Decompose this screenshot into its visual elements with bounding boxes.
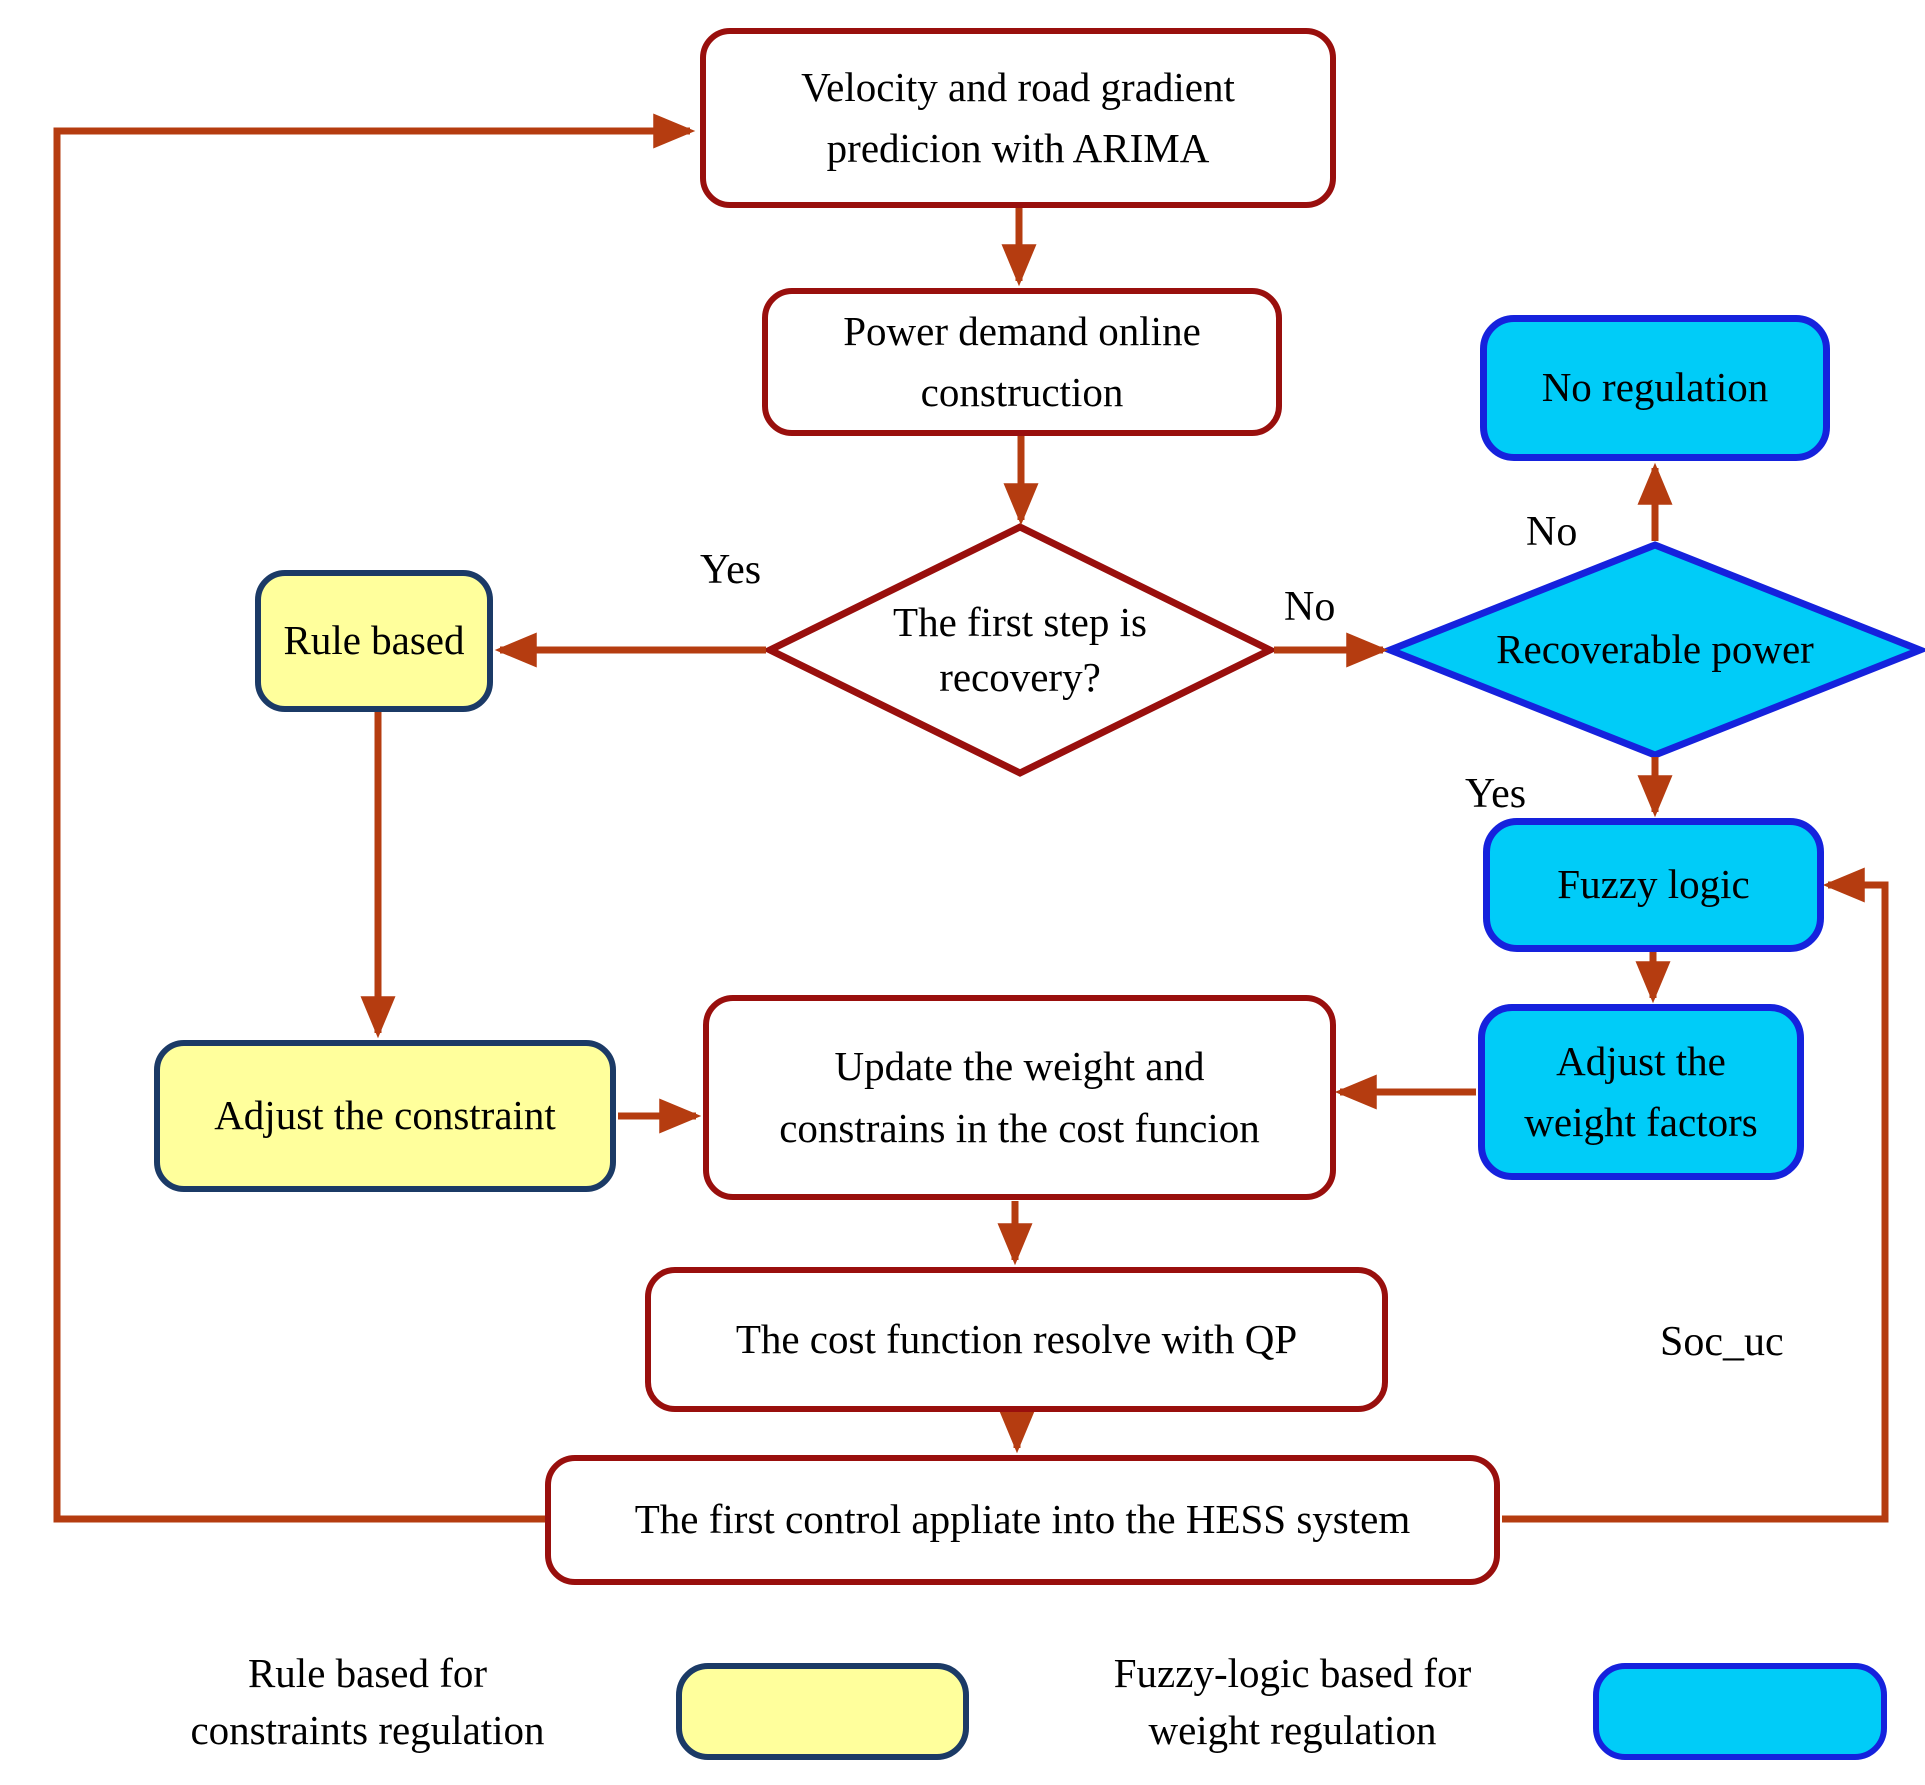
node-adjust-weight-factors: Adjust the weight factors (1478, 1004, 1804, 1180)
node-qp-solver: The cost function resolve with QP (645, 1267, 1388, 1412)
node-text: Rule based (283, 617, 465, 664)
branch-label-yes-down: Yes (1465, 771, 1527, 817)
legend-swatch-yellow (676, 1663, 969, 1760)
signal-label-soc-uc: Soc_uc (1660, 1319, 1784, 1365)
node-text: Power demand online (843, 307, 1201, 354)
node-text: weight factors (1524, 1099, 1758, 1145)
legend-text-fuzzy-logic: Fuzzy-logic based for weight regulation (1035, 1645, 1550, 1760)
edge-soc-uc-feedback-to-fuzzy (1502, 867, 1889, 1523)
legend-line: constraints regulation (190, 1707, 545, 1754)
node-text: No regulation (1541, 364, 1769, 411)
node-no-regulation: No regulation (1480, 315, 1830, 461)
node-hess-apply: The first control appliate into the HESS… (545, 1455, 1500, 1585)
node-velocity-prediction: Velocity and road gradient predicion wit… (700, 28, 1336, 208)
node-text: Velocity and road gradient (801, 63, 1235, 110)
node-update-weights: Update the weight and constrains in the … (703, 995, 1336, 1200)
diamond-text: recovery? (939, 654, 1101, 700)
node-rule-based: Rule based (255, 570, 493, 712)
legend-line: Fuzzy-logic based for (1113, 1650, 1472, 1696)
branch-label-yes-left: Yes (700, 547, 762, 593)
diamond-text: Recoverable power (1496, 626, 1814, 673)
decision-diamond-recoverable-power (1380, 541, 1925, 759)
node-text: Adjust the constraint (214, 1092, 556, 1139)
node-text: predicion with ARIMA (826, 125, 1210, 171)
legend-line: weight regulation (1148, 1707, 1437, 1754)
node-text: constrains in the cost funcion (779, 1104, 1260, 1151)
diamond-text: The first step is (893, 598, 1147, 645)
edge-hess-loop-to-velocity (53, 113, 696, 1523)
node-text: construction (920, 369, 1124, 415)
legend-line: Rule based for (247, 1650, 488, 1696)
node-text: The cost function resolve with QP (735, 1315, 1298, 1362)
legend-text-rule-based: Rule based for constraints regulation (110, 1645, 625, 1760)
node-fuzzy-logic: Fuzzy logic (1483, 818, 1824, 952)
node-text: Adjust the (1556, 1037, 1726, 1084)
node-text: Fuzzy logic (1557, 861, 1750, 908)
legend-swatch-cyan (1593, 1663, 1887, 1760)
node-power-demand: Power demand online construction (762, 288, 1282, 436)
node-text: The first control appliate into the HESS… (634, 1496, 1411, 1543)
branch-label-no-right: No (1284, 584, 1336, 630)
label-first-step-recovery: The first step is recovery? (795, 583, 1245, 717)
branch-label-no-up: No (1526, 509, 1578, 555)
decision-diamond-first-step-recovery (762, 523, 1278, 777)
node-adjust-constraint: Adjust the constraint (154, 1040, 616, 1192)
label-recoverable-power: Recoverable power (1400, 622, 1910, 678)
node-text: Update the weight and (834, 1043, 1205, 1089)
